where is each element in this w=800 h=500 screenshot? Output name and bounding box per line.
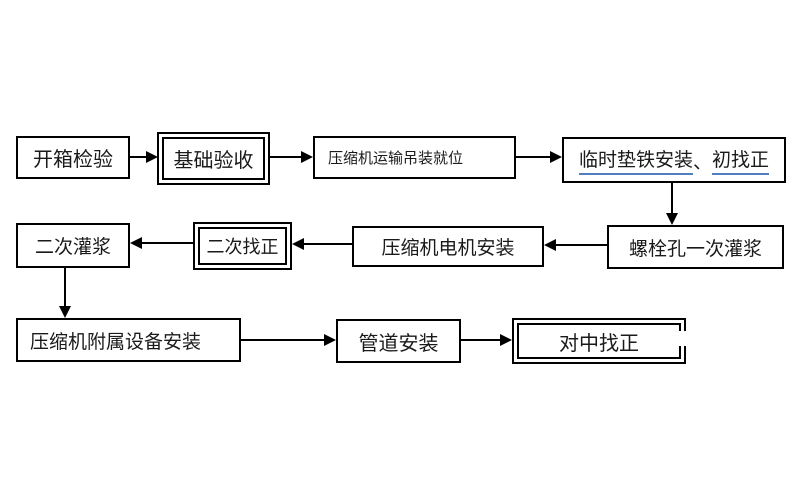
edge-shim-boltgrout-arrowhead [666,213,678,225]
edge-unbox-foundation-line [130,156,146,158]
node-centering-alignment-label: 对中找正 [517,323,681,359]
node-bolt-hole-first-grouting: 螺栓孔一次灌浆 [607,225,784,269]
node-secondary-grouting: 二次灌浆 [16,223,130,268]
edge-pipe-centering-line [461,339,500,341]
node-secondary-alignment-label: 二次找正 [198,227,287,265]
node-centering-alignment: 对中找正 [512,318,686,364]
node-auxiliary-equipment-installation: 压缩机附属设备安装 [16,318,241,362]
shim-segment-2: 、 [692,151,712,173]
edge-align2-grout2-line [142,242,193,244]
edge-auxiliary-pipe-line [241,339,324,341]
node-foundation-acceptance: 基础验收 [157,132,270,185]
edge-shim-boltgrout-line [671,183,673,213]
edge-transport-shim-line [516,156,550,158]
edge-grout2-auxiliary-arrowhead [59,306,71,318]
edge-unbox-foundation-arrowhead [146,151,158,163]
node-unbox-inspection: 开箱检验 [16,136,130,179]
edge-auxiliary-pipe-arrowhead [324,334,336,346]
edge-transport-shim-arrowhead [550,151,562,163]
edge-foundation-transport-arrowhead [301,151,313,163]
node-foundation-acceptance-label: 基础验收 [162,137,265,180]
node-compressor-motor-installation: 压缩机电机安装 [352,226,544,267]
edge-motor-align2-arrowhead [292,238,304,250]
edge-boltgrout-motor-arrowhead [544,239,556,251]
edge-pipe-centering-arrowhead [500,334,512,346]
edge-align2-grout2-arrowhead [130,237,142,249]
edge-grout2-auxiliary-line [64,268,66,306]
node-pipeline-installation: 管道安装 [336,319,461,363]
border-notch-artifact [677,331,689,346]
shim-segment-3: 初找正 [712,145,770,175]
edge-boltgrout-motor-line [556,244,607,246]
edge-motor-align2-line [304,243,352,245]
shim-segment-1: 临时垫铁安装 [578,145,693,175]
node-compressor-transport-hoisting: 压缩机运输吊装就位 [313,136,516,179]
node-secondary-alignment: 二次找正 [193,222,292,270]
node-temporary-shim-initial-alignment: 临时垫铁安装、初找正 [562,137,786,183]
edge-foundation-transport-line [270,156,301,158]
